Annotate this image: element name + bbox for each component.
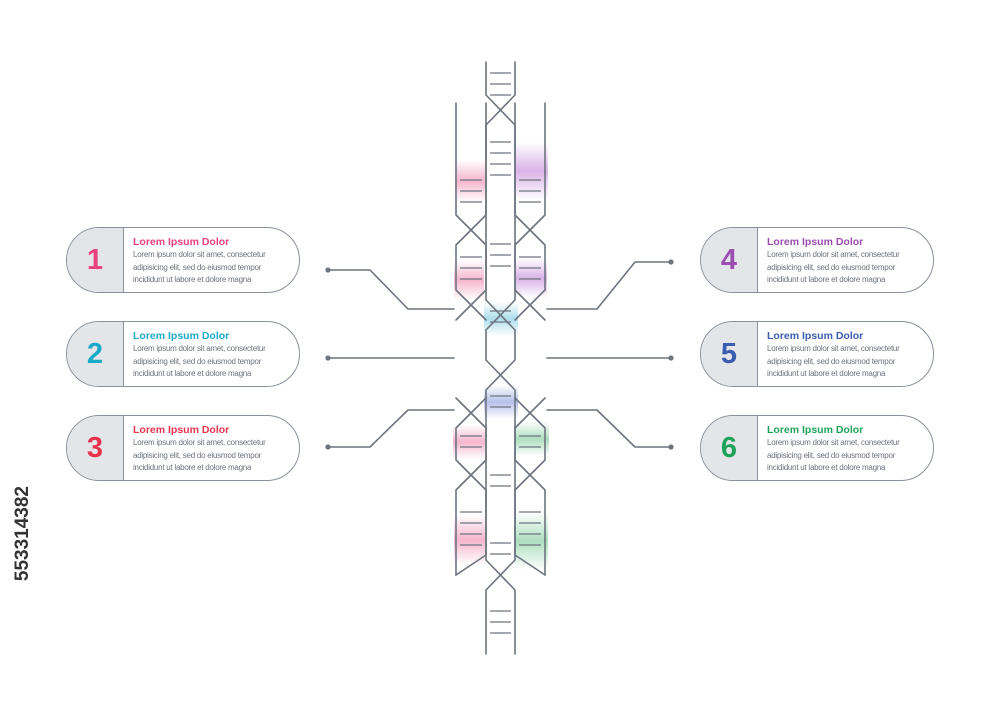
right-strand-d xyxy=(514,397,546,576)
connector-dots xyxy=(325,259,674,450)
step-text-2-line-2: adipisicing elit, sed do eiusmod tempor xyxy=(133,356,262,366)
step-card-1: 1 Lorem Ipsum Dolor Lorem ipsum dolor si… xyxy=(66,227,300,293)
step-title-2: Lorem Ipsum Dolor xyxy=(133,330,230,342)
step-number-2: 2 xyxy=(67,322,124,386)
dot-5 xyxy=(668,355,674,361)
step-text-6-line-2: adipisicing elit, sed do eiusmod tempor xyxy=(767,450,896,460)
connector-6 xyxy=(546,409,672,448)
step-card-6: 6 Lorem Ipsum Dolor Lorem ipsum dolor si… xyxy=(700,415,934,481)
step-card-4: 4 Lorem Ipsum Dolor Lorem ipsum dolor si… xyxy=(700,227,934,293)
right-strand-b xyxy=(514,102,546,321)
step-number-6: 6 xyxy=(701,416,758,480)
step-card-5: 5 Lorem Ipsum Dolor Lorem ipsum dolor si… xyxy=(700,321,934,387)
step-title-3: Lorem Ipsum Dolor xyxy=(133,424,230,436)
step-text-5-line-3: incididunt ut labore et dolore magna xyxy=(767,369,886,378)
left-strand-d xyxy=(455,397,487,576)
step-text-1-line-1: Lorem ipsum dolor sit amet, consectetur xyxy=(133,250,266,259)
band-pink-left-low xyxy=(453,425,485,459)
band-cyan-center xyxy=(484,302,518,336)
step-number-3: 3 xyxy=(67,416,124,480)
step-card-3: 3 Lorem Ipsum Dolor Lorem ipsum dolor si… xyxy=(66,415,300,481)
step-text-4-line-2: adipisicing elit, sed do eiusmod tempor xyxy=(767,262,896,272)
highlight-bands xyxy=(453,142,549,570)
step-title-6: Lorem Ipsum Dolor xyxy=(767,424,864,436)
step-text-5-line-1: Lorem ipsum dolor sit amet, consectetur xyxy=(767,344,900,353)
helix-strands xyxy=(327,61,672,655)
right-strand-a xyxy=(514,102,546,321)
dot-1 xyxy=(325,267,331,273)
step-text-3-line-2: adipisicing elit, sed do eiusmod tempor xyxy=(133,450,262,460)
step-number-5: 5 xyxy=(701,322,758,386)
step-card-2: 2 Lorem Ipsum Dolor Lorem ipsum dolor si… xyxy=(66,321,300,387)
band-blue-center xyxy=(484,385,518,419)
step-text-6-line-3: incididunt ut labore et dolore magna xyxy=(767,463,886,472)
band-green-right-low xyxy=(515,422,549,456)
base-pair-rungs xyxy=(460,72,541,634)
step-title-4: Lorem Ipsum Dolor xyxy=(767,236,864,248)
step-text-2-line-1: Lorem ipsum dolor sit amet, consectetur xyxy=(133,344,266,353)
step-text-3-line-3: incididunt ut labore et dolore magna xyxy=(133,463,252,472)
step-text-6-line-1: Lorem ipsum dolor sit amet, consectetur xyxy=(767,438,900,447)
step-number-1: 1 xyxy=(67,228,124,292)
connector-1 xyxy=(327,269,455,310)
step-title-5: Lorem Ipsum Dolor xyxy=(767,330,864,342)
step-number-4: 4 xyxy=(701,228,758,292)
left-strand-b xyxy=(455,102,487,321)
band-pink-left-mid xyxy=(454,260,484,300)
step-text-4-line-3: incididunt ut labore et dolore magna xyxy=(767,275,886,284)
right-strand-c xyxy=(514,397,546,576)
dot-3 xyxy=(325,444,331,450)
step-text-1-line-2: adipisicing elit, sed do eiusmod tempor xyxy=(133,262,262,272)
band-purple-right-mid xyxy=(515,258,547,298)
dot-6 xyxy=(668,444,674,450)
connector-4 xyxy=(546,261,672,310)
dot-2 xyxy=(325,355,331,361)
step-text-2-line-3: incididunt ut labore et dolore magna xyxy=(133,369,252,378)
step-text-3-line-1: Lorem ipsum dolor sit amet, consectetur xyxy=(133,438,266,447)
band-green-right-bottom xyxy=(514,512,548,570)
center-strand-b xyxy=(485,61,516,655)
connector-3 xyxy=(327,409,455,448)
step-text-1-line-3: incididunt ut labore et dolore magna xyxy=(133,275,252,284)
stock-id-vertical: 553314382 xyxy=(12,486,33,582)
step-text-5-line-2: adipisicing elit, sed do eiusmod tempor xyxy=(767,356,896,366)
band-purple-right-top xyxy=(514,142,548,200)
step-text-4-line-1: Lorem ipsum dolor sit amet, consectetur xyxy=(767,250,900,259)
band-pink-left-top xyxy=(455,160,487,202)
step-title-1: Lorem Ipsum Dolor xyxy=(133,236,230,248)
dot-4 xyxy=(668,259,674,265)
left-strand-a xyxy=(455,102,487,321)
